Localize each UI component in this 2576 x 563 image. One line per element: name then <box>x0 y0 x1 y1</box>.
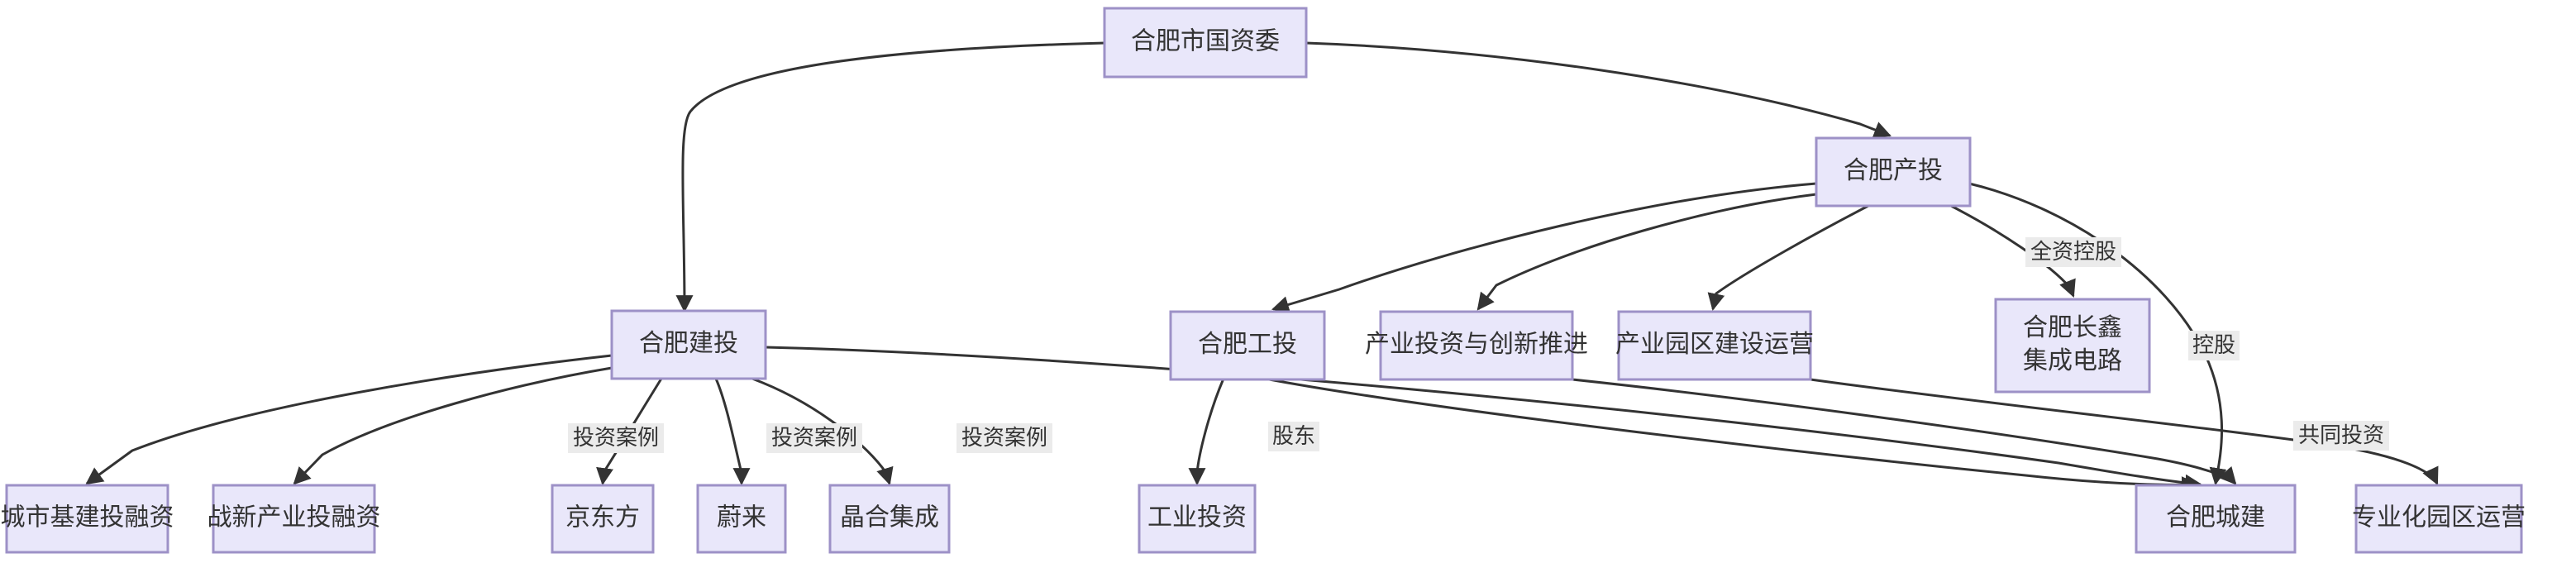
node-gongtou[interactable]: 合肥工投 <box>1169 310 1326 381</box>
edge-jiantou-to-chengjian <box>765 346 2203 492</box>
node-box-weilai <box>696 484 787 554</box>
edge-label-text: 控股 <box>2192 332 2235 357</box>
node-box-gytz <box>1138 484 1257 554</box>
node-weilai[interactable]: 蔚来 <box>696 484 787 554</box>
node-gzw[interactable]: 合肥市国资委 <box>1103 7 1308 79</box>
edge-label-text: 投资案例 <box>961 425 1047 450</box>
node-label-changxin: 集成电路 <box>2023 347 2122 375</box>
node-jdf[interactable]: 京东方 <box>551 484 655 554</box>
edge-label-jiantou-to-weilai: 投资案例 <box>766 423 862 453</box>
node-label-csjj: 城市基建投融资 <box>1 503 174 531</box>
edge-label-text: 投资案例 <box>771 425 857 450</box>
node-label-gongtou: 合肥工投 <box>1198 331 1297 358</box>
node-zyhyq[interactable]: 专业化园区运营 <box>2352 484 2526 554</box>
edge-chantou-to-chengjian <box>1968 182 2227 486</box>
node-jinghe[interactable]: 晶合集成 <box>828 484 951 554</box>
node-box-gzw <box>1103 7 1308 79</box>
node-label-gzw: 合肥市国资委 <box>1131 27 1280 55</box>
edge-label-chantou-to-changxin: 全资控股 <box>2025 237 2121 267</box>
node-label-cyyq: 产业园区建设运营 <box>1615 331 1814 358</box>
node-box-zxcy <box>212 484 376 554</box>
node-zxcy[interactable]: 战新产业投融资 <box>208 484 381 554</box>
node-label-jiantou: 合肥建投 <box>639 330 738 357</box>
edge-jiantou-to-csjj <box>85 354 613 485</box>
node-label-gytz: 工业投资 <box>1147 503 1247 531</box>
node-box-jiantou <box>610 309 767 380</box>
edge-label-bg <box>2025 237 2121 267</box>
node-box-cytz <box>1379 310 1574 381</box>
node-box-cyyq <box>1617 310 1812 381</box>
edge-label-bg <box>1268 422 1319 451</box>
node-label-chantou: 合肥产投 <box>1844 157 1943 184</box>
node-cytz[interactable]: 产业投资与创新推进 <box>1365 310 1588 381</box>
node-label-zyhyq: 专业化园区运营 <box>2352 503 2526 531</box>
edges-layer <box>85 41 2439 494</box>
node-box-zyhyq <box>2354 484 2523 554</box>
edge-label-bg <box>2188 331 2240 360</box>
node-box-changxin <box>1994 298 2151 394</box>
edge-label-bg <box>766 423 862 453</box>
edge-gongtou-to-chengjian <box>1264 377 2200 494</box>
node-box-chengjian <box>2135 484 2297 554</box>
node-label-weilai: 蔚来 <box>717 503 766 531</box>
edge-gongtou-to-gytz <box>1188 378 1225 486</box>
node-box-jdf <box>551 484 655 554</box>
edge-label-gongtou-to-chengjian: 股东 <box>1268 422 1319 451</box>
edge-chantou-to-cyyq <box>1707 204 1869 312</box>
node-jiantou[interactable]: 合肥建投 <box>610 309 767 380</box>
node-label-zxcy: 战新产业投融资 <box>208 503 381 531</box>
edge-label-jiantou-to-jdf: 投资案例 <box>568 423 664 453</box>
edge-label-text: 投资案例 <box>573 425 659 450</box>
node-label-jinghe: 晶合集成 <box>840 503 939 531</box>
node-label-chengjian: 合肥城建 <box>2166 503 2265 531</box>
edge-chantou-to-cytz <box>1476 193 1817 311</box>
node-gytz[interactable]: 工业投资 <box>1138 484 1257 554</box>
edge-label-chantou-to-chengjian: 控股 <box>2188 331 2240 360</box>
node-box-jinghe <box>828 484 951 554</box>
edge-label-text: 股东 <box>1272 423 1315 448</box>
edge-label-bg <box>2293 421 2389 451</box>
edge-jiantou-to-zxcy <box>293 366 613 485</box>
edge-label-bg <box>956 423 1052 453</box>
node-label-changxin: 合肥长鑫 <box>2023 314 2122 341</box>
node-cyyq[interactable]: 产业园区建设运营 <box>1615 310 1814 381</box>
node-box-chantou <box>1815 136 1972 208</box>
node-csjj[interactable]: 城市基建投融资 <box>1 484 174 554</box>
edge-chantou-to-gongtou <box>1271 182 1817 313</box>
edge-label-text: 共同投资 <box>2298 422 2384 447</box>
node-chantou[interactable]: 合肥产投 <box>1815 136 1972 208</box>
node-label-cytz: 产业投资与创新推进 <box>1365 331 1588 358</box>
nodes-layer: 合肥市国资委合肥产投合肥建投 合肥工投 产业投资与创新推进产业园区建设运营 合肥长鑫集… <box>1 7 2526 554</box>
edge-jiantou-to-weilai <box>714 378 751 486</box>
node-chengjian[interactable]: 合肥城建 <box>2135 484 2297 554</box>
edge-gzw-to-chantou <box>1305 41 1891 138</box>
edge-label-jiantou-to-jinghe: 投资案例 <box>956 423 1052 453</box>
node-label-jdf: 京东方 <box>565 503 640 531</box>
node-box-csjj <box>5 484 169 554</box>
node-box-gongtou <box>1169 310 1326 381</box>
edge-gzw-to-jiantou <box>675 41 1105 313</box>
edge-label-cyyq-to-zyhyq: 共同投资 <box>2293 421 2389 451</box>
edge-cytz-to-chengjian <box>1572 378 2237 485</box>
edge-cyyq-to-zyhyq <box>1810 378 2439 485</box>
edge-label-text: 全资控股 <box>2030 239 2116 264</box>
edge-label-bg <box>568 423 664 453</box>
